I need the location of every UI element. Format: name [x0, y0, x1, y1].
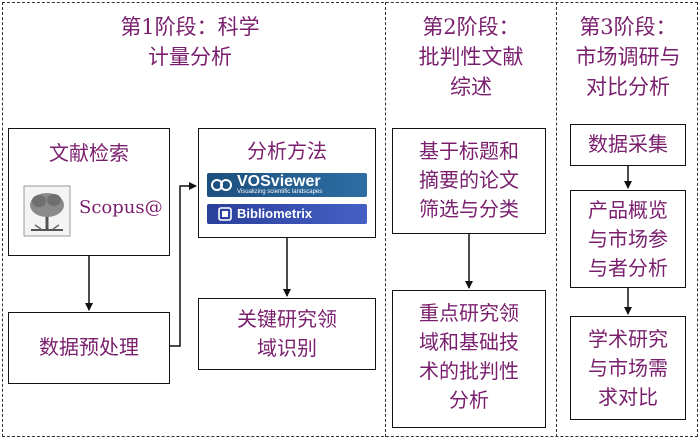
academic-market-line1: 学术研究	[588, 327, 668, 351]
stage1-title-line2: 计量分析	[148, 45, 232, 69]
academic-vs-market-box: 学术研究 与市场需 求对比	[570, 316, 686, 420]
stage3-title-line3: 对比分析	[586, 75, 670, 99]
stage1-title: 第1阶段：科学 计量分析	[40, 12, 340, 72]
data-preprocessing-label: 数据预处理	[39, 335, 139, 359]
stage2-title-line2: 批判性文献	[418, 45, 524, 69]
scopus-label: Scopus@	[79, 197, 163, 218]
stage3-title-line2: 市场调研与	[575, 45, 681, 69]
stage2-title-line1: 第2阶段：	[422, 15, 520, 39]
stage3-title-line1: 第3阶段：	[579, 15, 677, 39]
vosviewer-tagline: Visualizing scientific landscapes	[237, 189, 323, 195]
product-market-line2: 与市场参	[588, 227, 668, 251]
product-market-line3: 与者分析	[588, 256, 668, 280]
stage2-title-line3: 综述	[450, 75, 492, 99]
keyword-identification-box: 关键研究领 域识别	[198, 298, 376, 370]
stage-divider-2	[556, 2, 557, 437]
vosviewer-name: VOSviewer	[237, 173, 321, 190]
critical-review-line3: 术的批判性	[419, 359, 519, 383]
screening-line3: 筛选与分类	[419, 197, 519, 221]
stage2-title: 第2阶段： 批判性文献 综述	[388, 12, 554, 102]
vosviewer-logo-icon: VOSviewer Visualizing scientific landsca…	[207, 173, 367, 197]
analysis-methods-label: 分析方法	[247, 139, 327, 163]
product-market-line1: 产品概览	[588, 198, 668, 222]
critical-review-line2: 域和基础技	[419, 330, 519, 354]
title-abstract-screening-box: 基于标题和 摘要的论文 筛选与分类	[392, 128, 546, 234]
critical-review-line1: 重点研究领	[419, 301, 519, 325]
data-collection-label: 数据采集	[588, 132, 668, 156]
stage-divider-1	[385, 2, 386, 437]
stage3-title: 第3阶段： 市场调研与 对比分析	[558, 12, 698, 102]
critical-review-box: 重点研究领 域和基础技 术的批判性 分析	[392, 290, 546, 428]
product-market-analysis-box: 产品概览 与市场参 与者分析	[570, 190, 686, 288]
bibliometrix-name: Bibliometrix	[237, 206, 313, 221]
keyword-identification-line1: 关键研究领	[237, 307, 337, 331]
bibliometrix-logo-icon: Bibliometrix	[207, 204, 367, 224]
bibliometrix-mark-icon	[218, 207, 232, 221]
vosviewer-mark-icon	[211, 179, 232, 191]
data-collection-box: 数据采集	[570, 124, 686, 166]
academic-market-line2: 与市场需	[588, 356, 668, 380]
literature-search-box: 文献检索 Scopus@	[8, 128, 170, 256]
screening-line2: 摘要的论文	[419, 168, 519, 192]
literature-search-label: 文献检索	[49, 141, 129, 165]
data-preprocessing-box: 数据预处理	[8, 312, 170, 384]
analysis-methods-box: 分析方法 VOSviewer Visualizing scientific la…	[198, 128, 376, 238]
screening-line1: 基于标题和	[419, 139, 519, 163]
stage1-title-line1: 第1阶段：科学	[120, 15, 260, 39]
keyword-identification-line2: 域识别	[257, 336, 317, 360]
academic-market-line3: 求对比	[598, 385, 658, 409]
arrow-preprocess-to-methods	[170, 182, 197, 347]
critical-review-line4: 分析	[449, 388, 489, 412]
elsevier-tree-icon	[23, 185, 71, 237]
